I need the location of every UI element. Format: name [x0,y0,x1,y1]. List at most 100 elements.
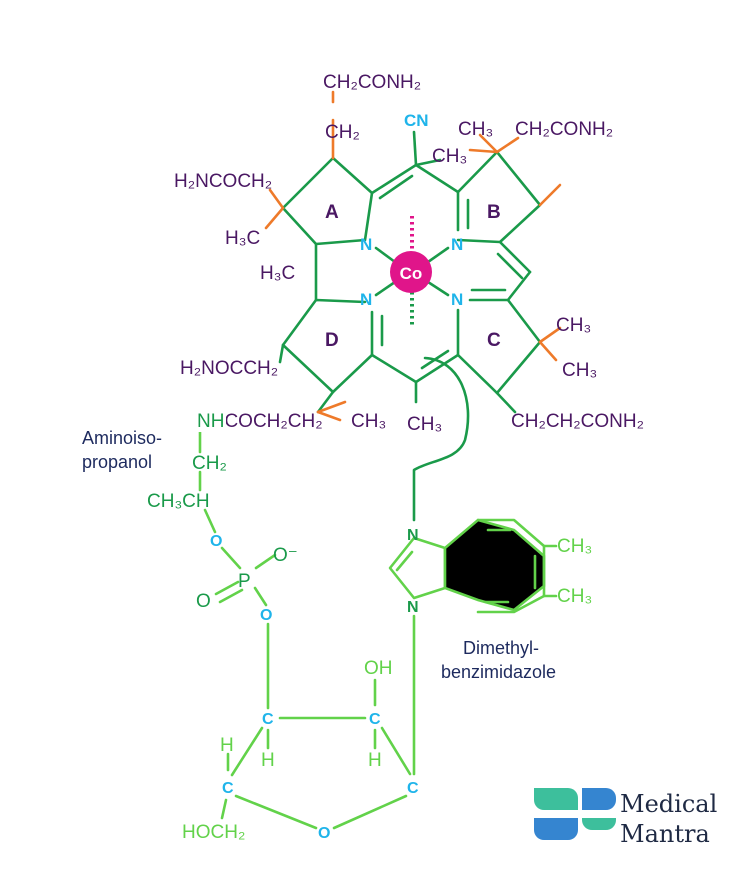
bond-b-ch3 [478,133,499,154]
ribose-o: O [318,825,330,842]
cn-bond [412,130,418,167]
nucleotide-bonds [198,428,558,830]
bond-a-h3c [264,206,285,230]
aminoisopropanol-label-1: Aminoiso- [82,428,162,448]
ribose-c3: C [262,711,274,728]
ribose-oh: OH [364,658,393,679]
bond-o-c1 [332,794,408,830]
aminoisopropanol-label-2: propanol [82,452,152,472]
nitrogen-d: N [360,290,372,309]
label-nh: NH [197,411,224,432]
label-h2nocch2: H₂NOCCH₂ [180,358,278,379]
label-ch3-c1: CH₃ [556,315,591,336]
benzimidazole-ch3-1: CH₃ [557,536,592,557]
bond-c-ch3-1 [538,326,562,344]
top-methyl-bond [414,158,442,167]
d-side-bond [316,390,335,414]
label-aip-ch3ch: CH₃CH [147,491,210,512]
bond-b-to-c-2 [506,270,532,302]
bond-c-ch3-2 [538,340,558,362]
c-side-bond [495,391,517,414]
corrin-bonds [278,130,542,522]
benzimidazole-label-1: Dimethyl- [463,638,539,658]
benzene-ring-shape [476,518,546,614]
cobalt-atom [390,251,432,293]
benzimidazole-label-2: benzimidazole [441,662,556,682]
ribose-c2: C [369,711,381,728]
bond-top-to-b [414,163,460,194]
label-top-ch2: CH₂ [325,122,360,143]
bond-ch-o [203,508,217,534]
nh-mask [196,410,226,432]
ring-a-bonds [281,156,374,246]
ribose-c1: C [407,780,419,797]
label-ch2ch2conh2: CH₂CH₂CONH₂ [511,411,644,432]
ring-a-double-bond [378,174,414,200]
n-co-bond-a [374,246,397,264]
bond-c2-c1 [380,726,412,776]
label-ch3-bottom1: CH₃ [351,411,386,432]
benzimidazole-n-top: N [407,527,419,544]
bond-b-right [538,183,562,207]
label-h2ncoch2: H₂NCOCH₂ [174,171,272,192]
phosphate-o-minus: O⁻ [273,545,298,566]
ribose-h-c3: H [261,750,275,771]
ribose-h-c2: H [368,750,382,771]
label-ch3-c2: CH₃ [562,360,597,381]
nitrogen-c: N [451,290,463,309]
bond-a-to-top [370,163,418,195]
phosphate-p: P [238,571,251,592]
bond-b-to-c-double [496,252,524,280]
orange-bonds [264,90,562,422]
loop-to-benzimidazole [412,356,470,522]
label-h3c-d: H₃C [260,263,295,284]
phosphate-o-double: O [196,591,211,612]
label-ch3-bottom2: CH₃ [407,414,442,435]
phosphate-o-top: O [210,533,222,550]
cyano-label: CN [404,111,429,130]
logo-icon [534,788,616,840]
bond-bottom-to-d [370,353,418,384]
label-top-ch2conh2: CH₂CONH₂ [323,72,421,93]
ribose-hoch2: HOCH₂ [182,822,245,843]
bond-c3-c4 [230,726,264,777]
bond-o-p [220,546,242,570]
bond-p-o2 [253,586,268,607]
bond-c4-hoch2 [220,798,228,820]
bond-p-odouble-2 [218,588,244,604]
phosphate-o-bottom: O [260,607,272,624]
ring-label-b: B [487,202,501,223]
label-ch2conh2-b: CH₂CONH₂ [515,119,613,140]
ribose-h-c4: H [220,735,234,756]
benzimidazole-ch3-2: CH₃ [557,586,592,607]
logo-line-1: Medical [620,790,717,818]
ring-label-c: C [487,330,501,351]
label-ch3-center: CH₃ [432,146,467,167]
bond-b-left [468,148,499,154]
ring-b-bonds [456,150,542,244]
n-co-bond-d [374,280,397,297]
nitrogen-b: N [451,235,463,254]
label-aip-ch2: CH₂ [192,453,227,474]
bond-c4-o [234,794,318,830]
label-nhcoch2ch2: NHCOCH₂CH₂ [197,411,323,432]
n-co-bond-c [426,280,450,297]
label-h3c-a: H₃C [225,228,260,249]
benzimidazole-n-bottom: N [407,599,419,616]
medical-mantra-logo: Medical Mantra [534,788,717,848]
nitrogen-a: N [360,235,372,254]
bond-p-ominus [254,553,277,570]
bond-c-to-bottom [414,353,460,384]
bond-p-odouble-1 [214,580,240,596]
d-ch2-bond [278,343,285,364]
imidazole-double [395,550,414,572]
n-co-bond-b [426,246,450,264]
ring-label-d: D [325,330,339,351]
bond-d-ch3 [316,410,342,422]
imidazole-ring [388,536,447,600]
bond-d-nhco [316,400,347,414]
bond-b-ch2conh2 [495,136,520,154]
ring-label-a: A [325,202,339,223]
cobalt-label: Co [400,264,423,283]
label-ch3-b: CH₃ [458,119,493,140]
